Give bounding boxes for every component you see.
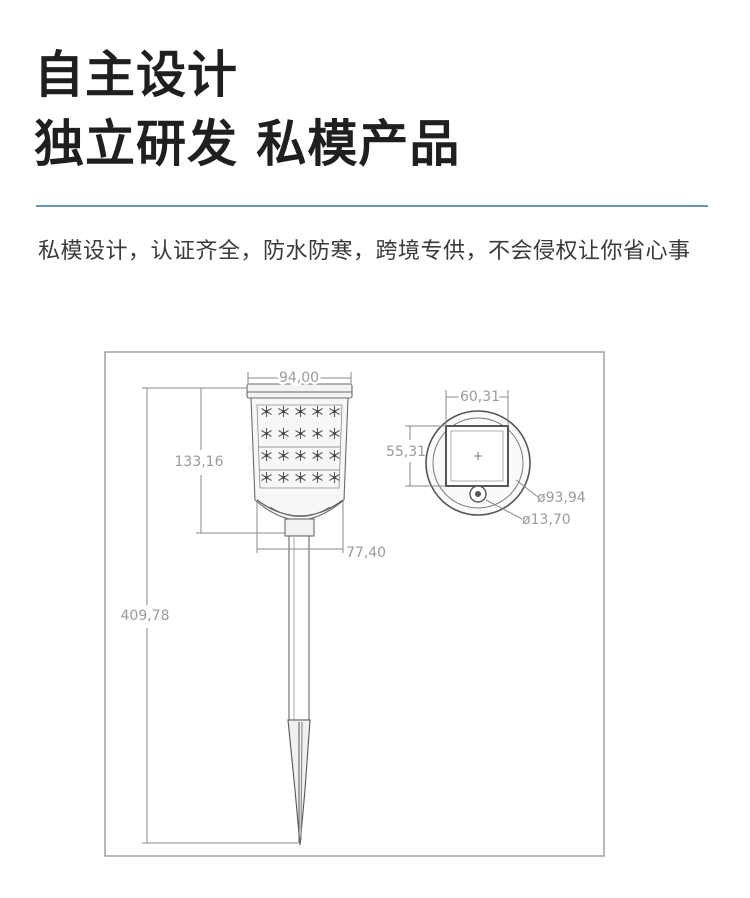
dim-head-height: 133,16	[175, 454, 224, 470]
headline-line-1: 自主设计	[34, 46, 238, 104]
dim-panel-height: 55,31	[386, 444, 426, 460]
dim-switch-diameter: ø13,70	[522, 512, 571, 528]
top-view-dimension-lines	[405, 390, 539, 520]
dim-top-diameter: ø93,94	[537, 490, 586, 506]
drawing-frame	[104, 351, 605, 857]
lamp-side-view	[246, 383, 353, 846]
lamp-top-view	[425, 410, 531, 516]
product-description: 私模设计，认证齐全，防水防寒，跨境专供，不会侵权让你省心事	[38, 239, 691, 264]
headline-line-2: 独立研发 私模产品	[34, 115, 461, 173]
dim-total-height: 409,78	[121, 608, 170, 624]
dim-base-width: 77,40	[346, 545, 386, 561]
dim-lamp-width: 94,00	[279, 370, 319, 386]
dim-panel-width: 60,31	[460, 389, 500, 405]
section-divider	[36, 205, 708, 207]
dimension-lines	[142, 372, 352, 844]
